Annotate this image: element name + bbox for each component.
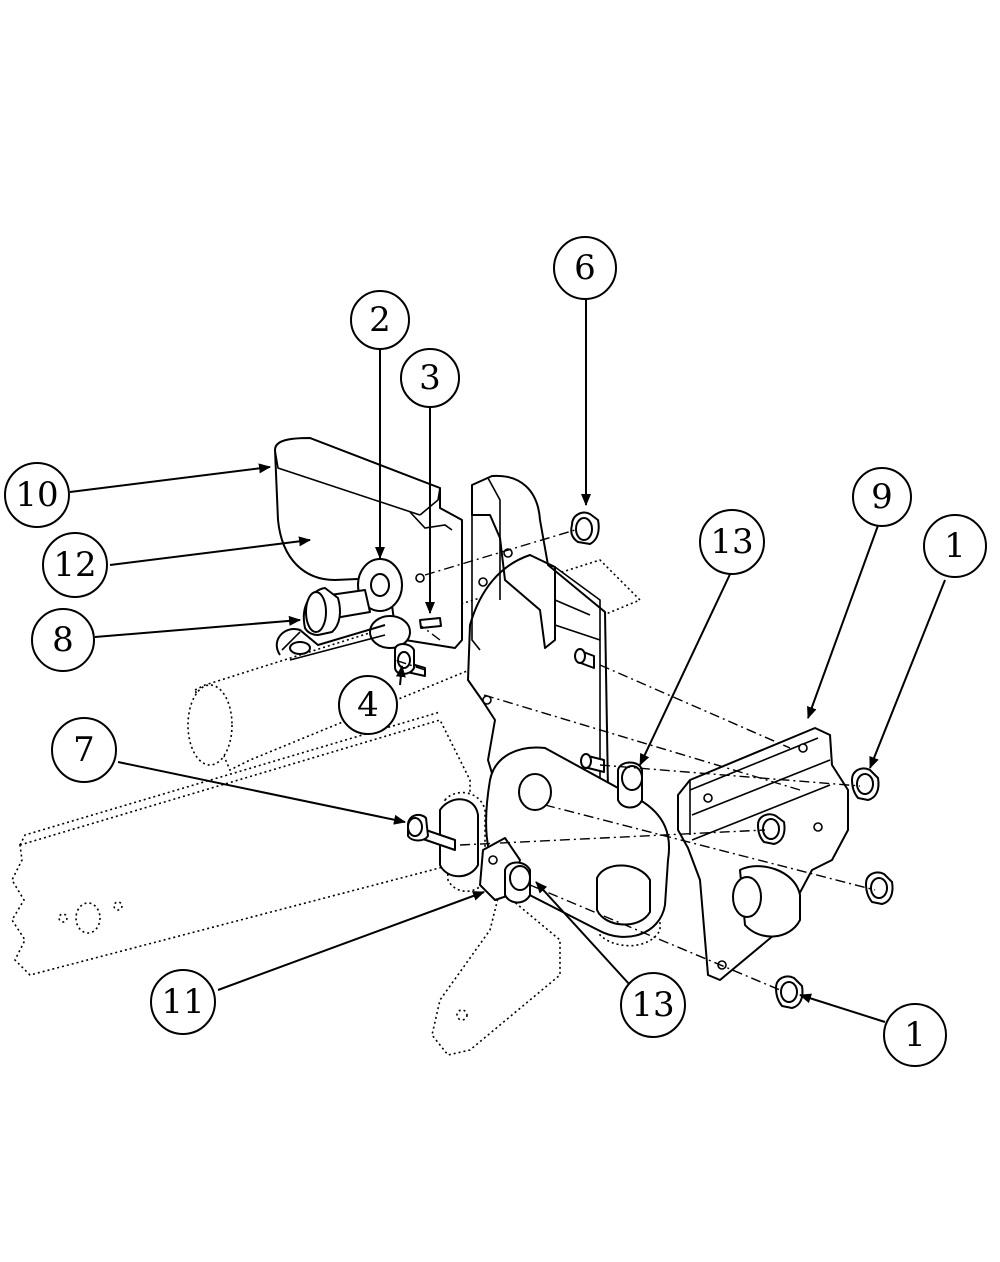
callout-12-label: 12 — [53, 545, 96, 585]
leader-lines — [69, 300, 946, 1023]
callout-2-label: 2 — [369, 300, 391, 340]
part-6-nut — [570, 511, 600, 545]
callout-1-upper: 1 — [923, 514, 987, 578]
part-9-right-plate — [677, 727, 849, 981]
part-7-bolt — [407, 813, 456, 851]
callout-1-upper-label: 1 — [944, 526, 966, 566]
callout-13-upper-label: 13 — [710, 522, 753, 562]
part-2-washer — [357, 558, 403, 612]
part-1-nut-upper — [851, 767, 880, 801]
part-1-nut-middle — [757, 813, 786, 845]
center-lines — [394, 529, 876, 991]
callout-9-label: 9 — [871, 477, 893, 517]
part-13-bushing-lower — [504, 861, 531, 904]
callout-7-label: 7 — [73, 730, 95, 770]
callout-1-lower: 1 — [883, 1003, 947, 1067]
callout-13-lower: 13 — [620, 972, 686, 1038]
callout-2: 2 — [350, 290, 410, 350]
part-1-nut-lower — [775, 975, 804, 1009]
callout-13-lower-label: 13 — [631, 985, 674, 1025]
callout-6: 6 — [553, 236, 617, 300]
callout-4-label: 4 — [357, 685, 379, 725]
callout-8: 8 — [31, 608, 95, 672]
part-1-nut-right — [865, 871, 894, 905]
part-8-bolt — [302, 587, 371, 636]
callout-7: 7 — [51, 717, 117, 783]
callout-10-label: 10 — [15, 475, 58, 515]
callout-8-label: 8 — [52, 620, 74, 660]
callout-3-label: 3 — [419, 358, 441, 398]
callout-10: 10 — [4, 462, 70, 528]
callout-3: 3 — [400, 348, 460, 408]
callout-6-label: 6 — [574, 248, 596, 288]
callout-9: 9 — [852, 467, 912, 527]
callout-4: 4 — [338, 675, 398, 735]
part-4-lock-pin — [275, 615, 442, 677]
callout-11-label: 11 — [161, 982, 204, 1022]
callout-13-upper: 13 — [699, 509, 765, 575]
part-13-bushing-upper — [617, 761, 643, 809]
callout-1-lower-label: 1 — [904, 1015, 926, 1055]
callout-11: 11 — [150, 969, 216, 1035]
callout-12: 12 — [42, 532, 108, 598]
